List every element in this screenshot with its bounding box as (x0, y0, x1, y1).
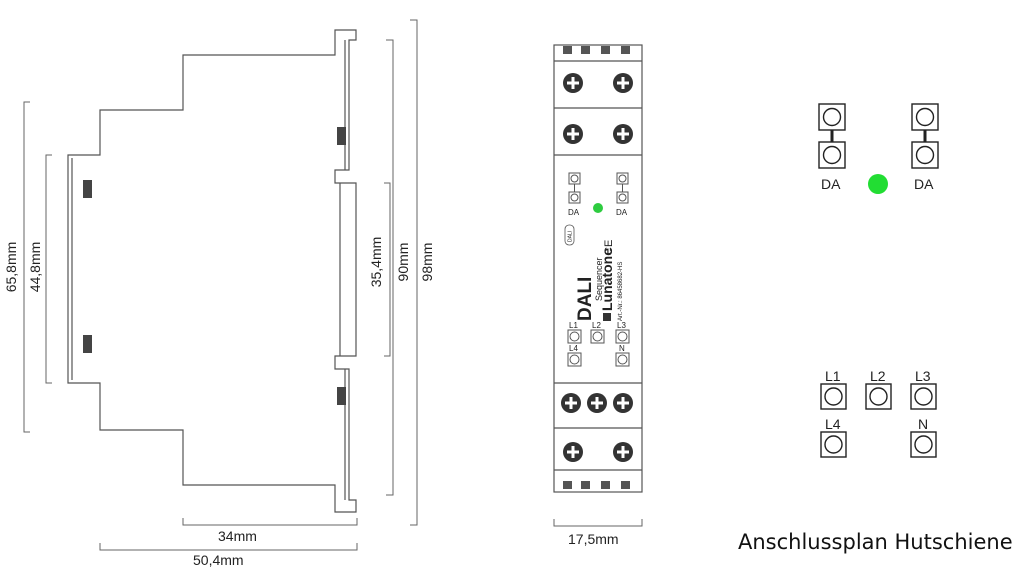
clip-mark (337, 387, 346, 405)
wiring-status-led (868, 174, 888, 194)
screw-icon (613, 124, 633, 144)
product-name: DALI (575, 277, 596, 321)
dim-label-98: 98mm (419, 243, 435, 282)
wiring-da-right-label: DA (914, 176, 934, 192)
front-n-label: N (619, 344, 625, 353)
dim-label-35-4: 35,4mm (368, 237, 384, 288)
front-teeth (563, 46, 630, 489)
screw-icon (561, 393, 581, 413)
front-l1-label: L1 (569, 321, 578, 330)
side-view (67, 29, 357, 513)
wiring-l1-label: L1 (825, 368, 841, 384)
screw-icon (563, 124, 583, 144)
front-status-led (593, 203, 603, 213)
screw-icon (563, 442, 583, 462)
front-da-terminals (568, 172, 629, 204)
wiring-l4-label: L4 (825, 416, 841, 432)
screw-icon (613, 442, 633, 462)
dim-label-65-8: 65,8mm (3, 242, 19, 293)
wiring-da-left-label: DA (821, 176, 841, 192)
front-view (553, 44, 643, 493)
clip-mark (83, 335, 92, 353)
brand-name: Lunatone (599, 248, 615, 311)
article-number: Art.-Nr.: 86458682-HS (618, 262, 624, 321)
dim-label-90: 90mm (395, 243, 411, 282)
wiring-da-terminals (818, 103, 939, 169)
wiring-plan-caption: Anschlussplan Hutschiene (738, 530, 1013, 554)
front-l4-label: L4 (569, 344, 578, 353)
front-width-dimension (553, 519, 643, 527)
wiring-l-terminals (820, 383, 937, 458)
dim-label-17-5: 17,5mm (568, 531, 619, 547)
front-l3-label: L3 (617, 321, 626, 330)
front-housing (553, 44, 643, 493)
dim-label-44-8: 44,8mm (27, 242, 43, 293)
screw-icon (587, 393, 607, 413)
brand-logo-icon (603, 313, 611, 321)
side-view-clips (83, 127, 346, 405)
housing-outline (67, 29, 357, 513)
front-l-terminals (567, 329, 630, 367)
dali-logo-text: DALI (568, 231, 574, 242)
wiring-l3-label: L3 (915, 368, 931, 384)
ce-mark: CE (603, 240, 615, 255)
screw-icon (563, 73, 583, 93)
front-l2-label: L2 (592, 321, 601, 330)
side-dimensions (23, 19, 418, 551)
clip-mark (83, 180, 92, 198)
front-da-left-label: DA (568, 208, 580, 217)
dim-label-34: 34mm (218, 528, 257, 544)
clip-mark (337, 127, 346, 145)
front-screws (561, 73, 633, 462)
dali-logo-icon (564, 224, 575, 246)
screw-icon (613, 73, 633, 93)
wiring-l2-label: L2 (870, 368, 886, 384)
front-da-right-label: DA (616, 208, 628, 217)
screw-icon (613, 393, 633, 413)
front-label-block: DALI DALI Sequencer Lunatone CE Art.-Nr.… (564, 224, 624, 321)
wiring-n-label: N (918, 416, 928, 432)
product-subtitle: Sequencer (594, 257, 604, 301)
dim-label-50-4: 50,4mm (193, 552, 244, 567)
